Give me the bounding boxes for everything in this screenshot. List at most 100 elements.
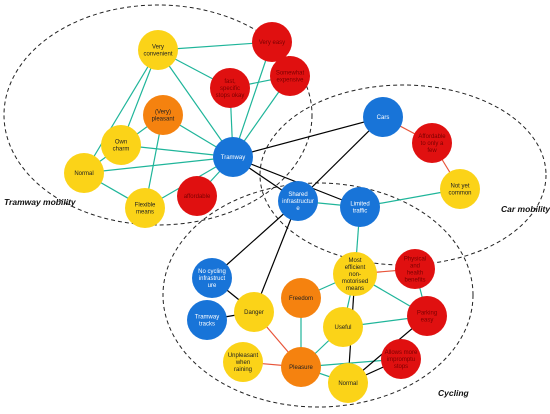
node-label-line: Very bbox=[152, 45, 164, 51]
node-label-line: Allows more bbox=[385, 350, 418, 356]
node-label-line: e bbox=[296, 206, 300, 212]
tramway-mobility-region bbox=[3, 4, 313, 226]
node-label-line: Flexible bbox=[135, 203, 156, 209]
node-circle bbox=[177, 176, 217, 216]
node-tramway: Tramway bbox=[213, 137, 253, 177]
node-label-line: No cycling bbox=[198, 269, 226, 275]
node-label-line: Pleasure bbox=[289, 365, 313, 371]
node-label-line: Freedom bbox=[289, 296, 313, 302]
node-label-line: Own bbox=[115, 140, 127, 146]
node-label-line: stops bbox=[394, 364, 408, 370]
node-circle bbox=[101, 125, 141, 165]
node-circle bbox=[143, 95, 183, 135]
node-label-line: and bbox=[410, 264, 420, 270]
node-circle bbox=[192, 258, 232, 298]
node-label-line: efficient bbox=[345, 265, 366, 271]
node-label-line: traffic bbox=[353, 209, 368, 215]
node-label-line: health bbox=[407, 271, 423, 277]
node-label-line: common bbox=[448, 191, 471, 197]
node-label-line: fast, bbox=[224, 79, 236, 85]
node-pleasure: Pleasure bbox=[281, 347, 321, 387]
node-label-line: few bbox=[427, 148, 437, 154]
node-circle bbox=[323, 307, 363, 347]
node-label-line: charm bbox=[113, 147, 130, 153]
node-very-pleasant: (Very)pleasant bbox=[143, 95, 183, 135]
node-label-line: Limited bbox=[350, 202, 369, 208]
node-label-line: expensive bbox=[276, 78, 304, 84]
edge-very-convenient-to-normal-tram bbox=[83, 49, 159, 174]
cycling-label: Cycling bbox=[438, 388, 470, 398]
node-circle bbox=[64, 153, 104, 193]
node-label: Tramway bbox=[221, 155, 245, 161]
node-label: Pleasure bbox=[289, 365, 313, 371]
node-label-line: means bbox=[136, 210, 154, 216]
node-label: Cars bbox=[377, 115, 390, 121]
node-label-line: raining bbox=[234, 367, 252, 373]
node-cars: Cars bbox=[363, 97, 403, 137]
node-label-line: ure bbox=[208, 283, 217, 289]
node-circle bbox=[210, 68, 250, 108]
node-normal-tram: Normal bbox=[64, 153, 104, 193]
car-mobility-region bbox=[259, 84, 547, 266]
cycling-region bbox=[162, 182, 474, 408]
node-label-line: Normal bbox=[338, 381, 357, 387]
node-circle bbox=[381, 339, 421, 379]
node-label-line: specific bbox=[220, 86, 240, 92]
node-affordable: affordable bbox=[177, 176, 217, 216]
tramway-mobility-label: Tramway mobility bbox=[4, 197, 77, 207]
node-circle bbox=[223, 342, 263, 382]
node-circle bbox=[281, 278, 321, 318]
node-label-line: Tramway bbox=[221, 155, 245, 161]
node-circle bbox=[278, 181, 318, 221]
node-label: Normal bbox=[74, 171, 93, 177]
node-useful: Useful bbox=[323, 307, 363, 347]
node-label-line: non- bbox=[349, 272, 361, 278]
node-label-line: Very easy bbox=[259, 40, 285, 46]
car-mobility-label: Car mobility bbox=[501, 204, 550, 214]
node-circle bbox=[363, 97, 403, 137]
node-label-line: infrastructur bbox=[282, 199, 314, 205]
node-label: Very easy bbox=[259, 40, 285, 46]
node-label: Useful bbox=[334, 325, 351, 331]
node-circle bbox=[340, 187, 380, 227]
node-label-line: Tramway bbox=[195, 315, 219, 321]
node-circle bbox=[138, 30, 178, 70]
node-label-line: when bbox=[235, 360, 250, 366]
edge-tramway-to-cars bbox=[232, 116, 384, 158]
node-label-line: motorised bbox=[342, 279, 368, 285]
node-label-line: Physical bbox=[404, 257, 426, 263]
node-danger: Danger bbox=[234, 292, 274, 332]
node-label-line: impromptu bbox=[387, 357, 415, 363]
node-label: affordable bbox=[184, 194, 211, 200]
node-label-line: stops okay bbox=[216, 93, 245, 99]
node-circle bbox=[252, 22, 292, 62]
node-label-line: Affordable bbox=[418, 134, 446, 140]
